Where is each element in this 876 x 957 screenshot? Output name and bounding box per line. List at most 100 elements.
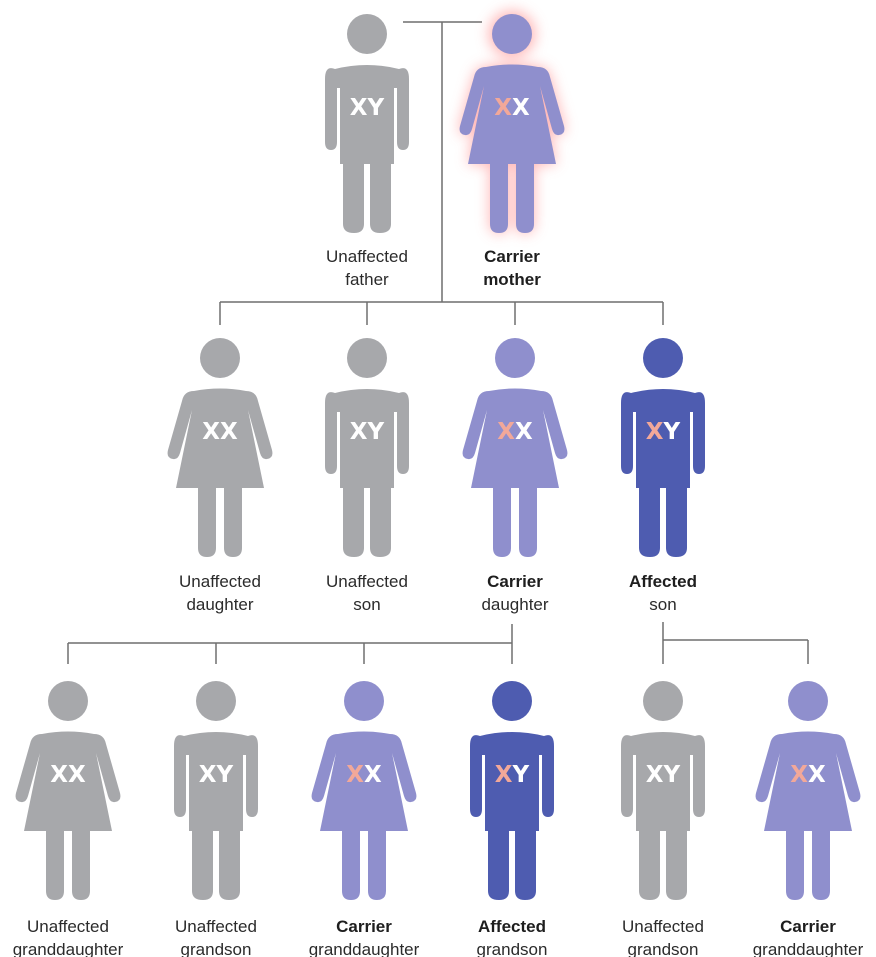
leg-shape (666, 483, 687, 557)
second-chromosome: X (512, 95, 530, 121)
head-shape (495, 338, 535, 378)
head-shape (347, 14, 387, 54)
member-status-label: Carrier (484, 247, 540, 266)
head-shape (347, 338, 387, 378)
torso-shape (459, 64, 565, 164)
member-relation-label: grandson (628, 940, 699, 957)
leg-shape (224, 484, 242, 557)
member-status-label: Unaffected (326, 247, 408, 266)
chromosome-label: XX (50, 762, 86, 788)
leg-shape (515, 826, 536, 900)
member-relation-label: father (345, 270, 389, 289)
chromosome-label: XY (350, 95, 385, 121)
head-shape (200, 338, 240, 378)
chromosome-label: XY (495, 762, 530, 788)
leg-shape (786, 827, 804, 900)
leg-shape (488, 826, 509, 900)
first-chromosome: X (199, 762, 217, 788)
torso-shape (462, 388, 568, 488)
leg-shape (519, 484, 537, 557)
family-member-affected-male: XY Affected grandson (470, 681, 554, 957)
connector-lines (67, 21, 809, 664)
first-chromosome: X (646, 419, 664, 445)
member-relation-label: son (353, 595, 380, 614)
chromosome-label: XY (350, 419, 385, 445)
first-chromosome: X (495, 762, 513, 788)
second-chromosome: Y (367, 419, 385, 445)
family-member-unaffected-male: XY Unaffected father (325, 14, 409, 289)
chromosome-label: XX (494, 95, 530, 121)
chromosome-label: XY (199, 762, 234, 788)
leg-shape (639, 826, 660, 900)
leg-shape (368, 827, 386, 900)
family-member-carrier-female: XX Carrier mother (459, 11, 565, 289)
head-shape (643, 681, 683, 721)
leg-shape (639, 483, 660, 557)
member-status-label: Unaffected (326, 572, 408, 591)
head-shape (788, 681, 828, 721)
leg-shape (490, 160, 508, 233)
first-chromosome: X (350, 419, 368, 445)
torso-shape (167, 388, 273, 488)
torso-shape (311, 731, 417, 831)
second-chromosome: X (515, 419, 533, 445)
leg-shape (516, 160, 534, 233)
family-member-carrier-female: XX Carrier daughter (462, 338, 568, 614)
member-relation-label: granddaughter (13, 940, 124, 957)
torso-shape (325, 65, 409, 164)
head-shape (492, 681, 532, 721)
second-chromosome: Y (663, 762, 681, 788)
torso-shape (621, 732, 705, 831)
chromosome-label: XY (646, 419, 681, 445)
leg-shape (370, 483, 391, 557)
member-relation-label: grandson (181, 940, 252, 957)
member-relation-label: son (649, 595, 676, 614)
first-chromosome: X (497, 419, 515, 445)
leg-shape (219, 826, 240, 900)
leg-shape (343, 483, 364, 557)
member-relation-label: granddaughter (309, 940, 420, 957)
member-relation-label: mother (483, 270, 541, 289)
first-chromosome: X (350, 95, 368, 121)
first-chromosome: X (202, 419, 220, 445)
member-relation-label: grandson (477, 940, 548, 957)
torso-shape (15, 731, 121, 831)
second-chromosome: Y (663, 419, 681, 445)
head-shape (344, 681, 384, 721)
torso-shape (621, 389, 705, 488)
torso-shape (470, 732, 554, 831)
family-member-unaffected-male: XY Unaffected son (325, 338, 409, 614)
leg-shape (342, 827, 360, 900)
second-chromosome: Y (367, 95, 385, 121)
torso-shape (174, 732, 258, 831)
leg-shape (493, 484, 511, 557)
first-chromosome: X (646, 762, 664, 788)
head-shape (48, 681, 88, 721)
first-chromosome: X (346, 762, 364, 788)
second-chromosome: X (364, 762, 382, 788)
member-status-label: Unaffected (622, 917, 704, 936)
family-members: XYUnaffectedfatherXXCarriermotherXXUnaff… (13, 11, 864, 957)
family-member-unaffected-male: XY Unaffected grandson (621, 681, 705, 957)
member-status-label: Carrier (780, 917, 836, 936)
member-status-label: Affected (478, 917, 546, 936)
first-chromosome: X (50, 762, 68, 788)
second-chromosome: X (808, 762, 826, 788)
chromosome-label: XY (646, 762, 681, 788)
leg-shape (192, 826, 213, 900)
torso-shape (325, 389, 409, 488)
leg-shape (666, 826, 687, 900)
member-status-label: Unaffected (175, 917, 257, 936)
leg-shape (46, 827, 64, 900)
member-status-label: Carrier (487, 572, 543, 591)
member-relation-label: daughter (481, 595, 548, 614)
head-shape (643, 338, 683, 378)
chromosome-label: XX (790, 762, 826, 788)
head-shape (492, 14, 532, 54)
